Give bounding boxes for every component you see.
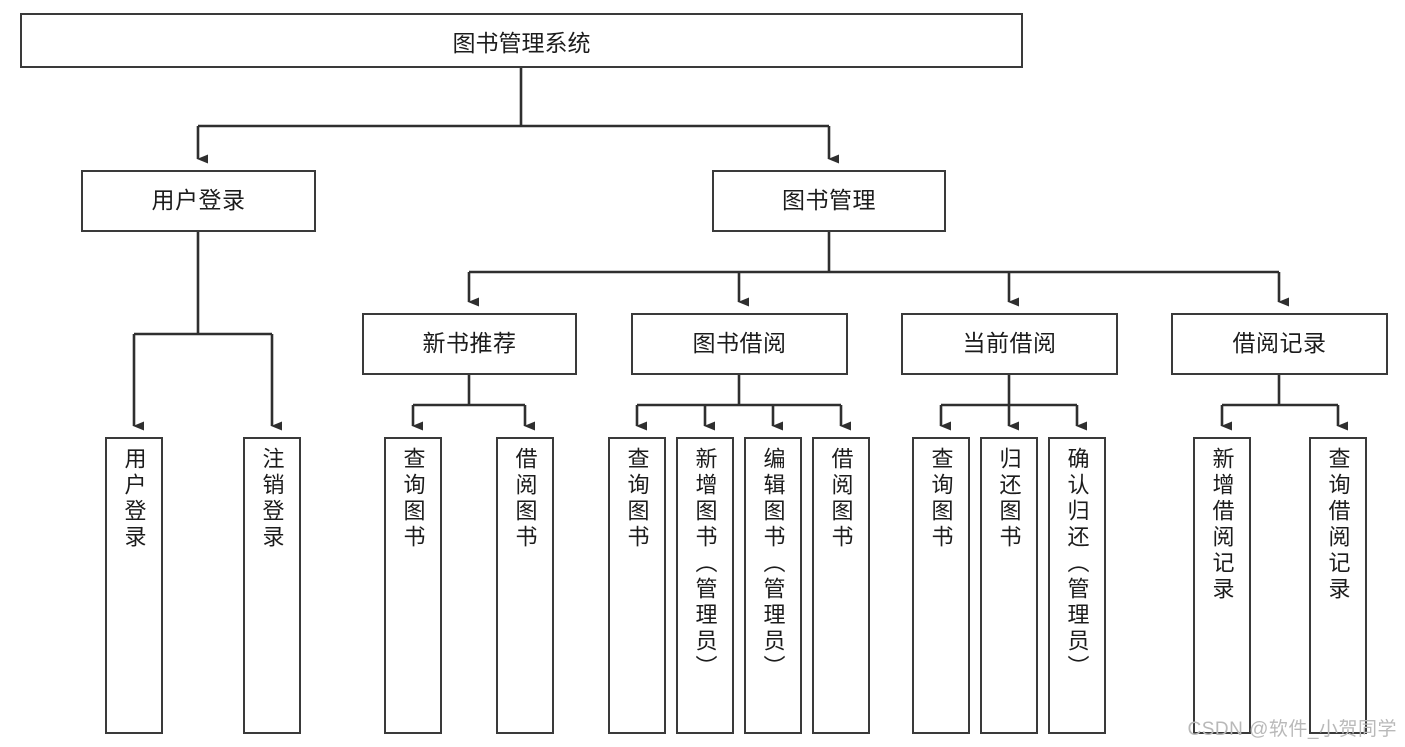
leaf-label: 新增图书（管理员） [692, 447, 718, 681]
leaf-label: 归还图书 [996, 447, 1022, 551]
leaf-label: 借阅图书 [512, 447, 538, 551]
node-root-label: 图书管理系统 [452, 29, 591, 56]
leaf-borrow-record-add[interactable]: 新增借阅记录 [1193, 437, 1251, 734]
leaf-borrow-record-query[interactable]: 查询借阅记录 [1309, 437, 1367, 734]
node-new-book-label: 新书推荐 [422, 330, 517, 357]
node-user-login[interactable]: 用户登录 [81, 170, 316, 232]
watermark: CSDN @软件_小贺同学 [1187, 719, 1397, 740]
leaf-label: 编辑图书（管理员） [760, 447, 786, 681]
leaf-user-login-logout[interactable]: 注销登录 [243, 437, 301, 734]
leaf-label: 用户登录 [121, 447, 147, 551]
node-book-manage[interactable]: 图书管理 [712, 170, 946, 232]
leaf-book-borrow-query[interactable]: 查询图书 [608, 437, 666, 734]
leaf-label: 注销登录 [259, 447, 285, 551]
leaf-label: 借阅图书 [828, 447, 854, 551]
node-book-borrow-label: 图书借阅 [692, 330, 787, 357]
node-current-borrow[interactable]: 当前借阅 [901, 313, 1118, 375]
node-new-book[interactable]: 新书推荐 [362, 313, 577, 375]
node-borrow-record-label: 借阅记录 [1232, 330, 1327, 357]
leaf-new-book-borrow[interactable]: 借阅图书 [496, 437, 554, 734]
node-current-borrow-label: 当前借阅 [962, 330, 1057, 357]
leaf-label: 查询借阅记录 [1325, 447, 1351, 603]
leaf-label: 新增借阅记录 [1209, 447, 1235, 603]
node-root[interactable]: 图书管理系统 [20, 13, 1023, 68]
node-book-manage-label: 图书管理 [782, 187, 876, 214]
leaf-label: 确认归还（管理员） [1064, 447, 1090, 681]
leaf-current-borrow-return[interactable]: 归还图书 [980, 437, 1038, 734]
leaf-label: 查询图书 [400, 447, 426, 551]
leaf-label: 查询图书 [624, 447, 650, 551]
leaf-book-borrow-edit[interactable]: 编辑图书（管理员） [744, 437, 802, 734]
node-book-borrow[interactable]: 图书借阅 [631, 313, 848, 375]
leaf-current-borrow-query[interactable]: 查询图书 [912, 437, 970, 734]
leaf-current-borrow-confirm[interactable]: 确认归还（管理员） [1048, 437, 1106, 734]
leaf-user-login-login[interactable]: 用户登录 [105, 437, 163, 734]
leaf-label: 查询图书 [928, 447, 954, 551]
leaf-new-book-query[interactable]: 查询图书 [384, 437, 442, 734]
node-user-login-label: 用户登录 [151, 187, 246, 214]
leaf-book-borrow-borrow[interactable]: 借阅图书 [812, 437, 870, 734]
node-borrow-record[interactable]: 借阅记录 [1171, 313, 1388, 375]
leaf-book-borrow-add[interactable]: 新增图书（管理员） [676, 437, 734, 734]
